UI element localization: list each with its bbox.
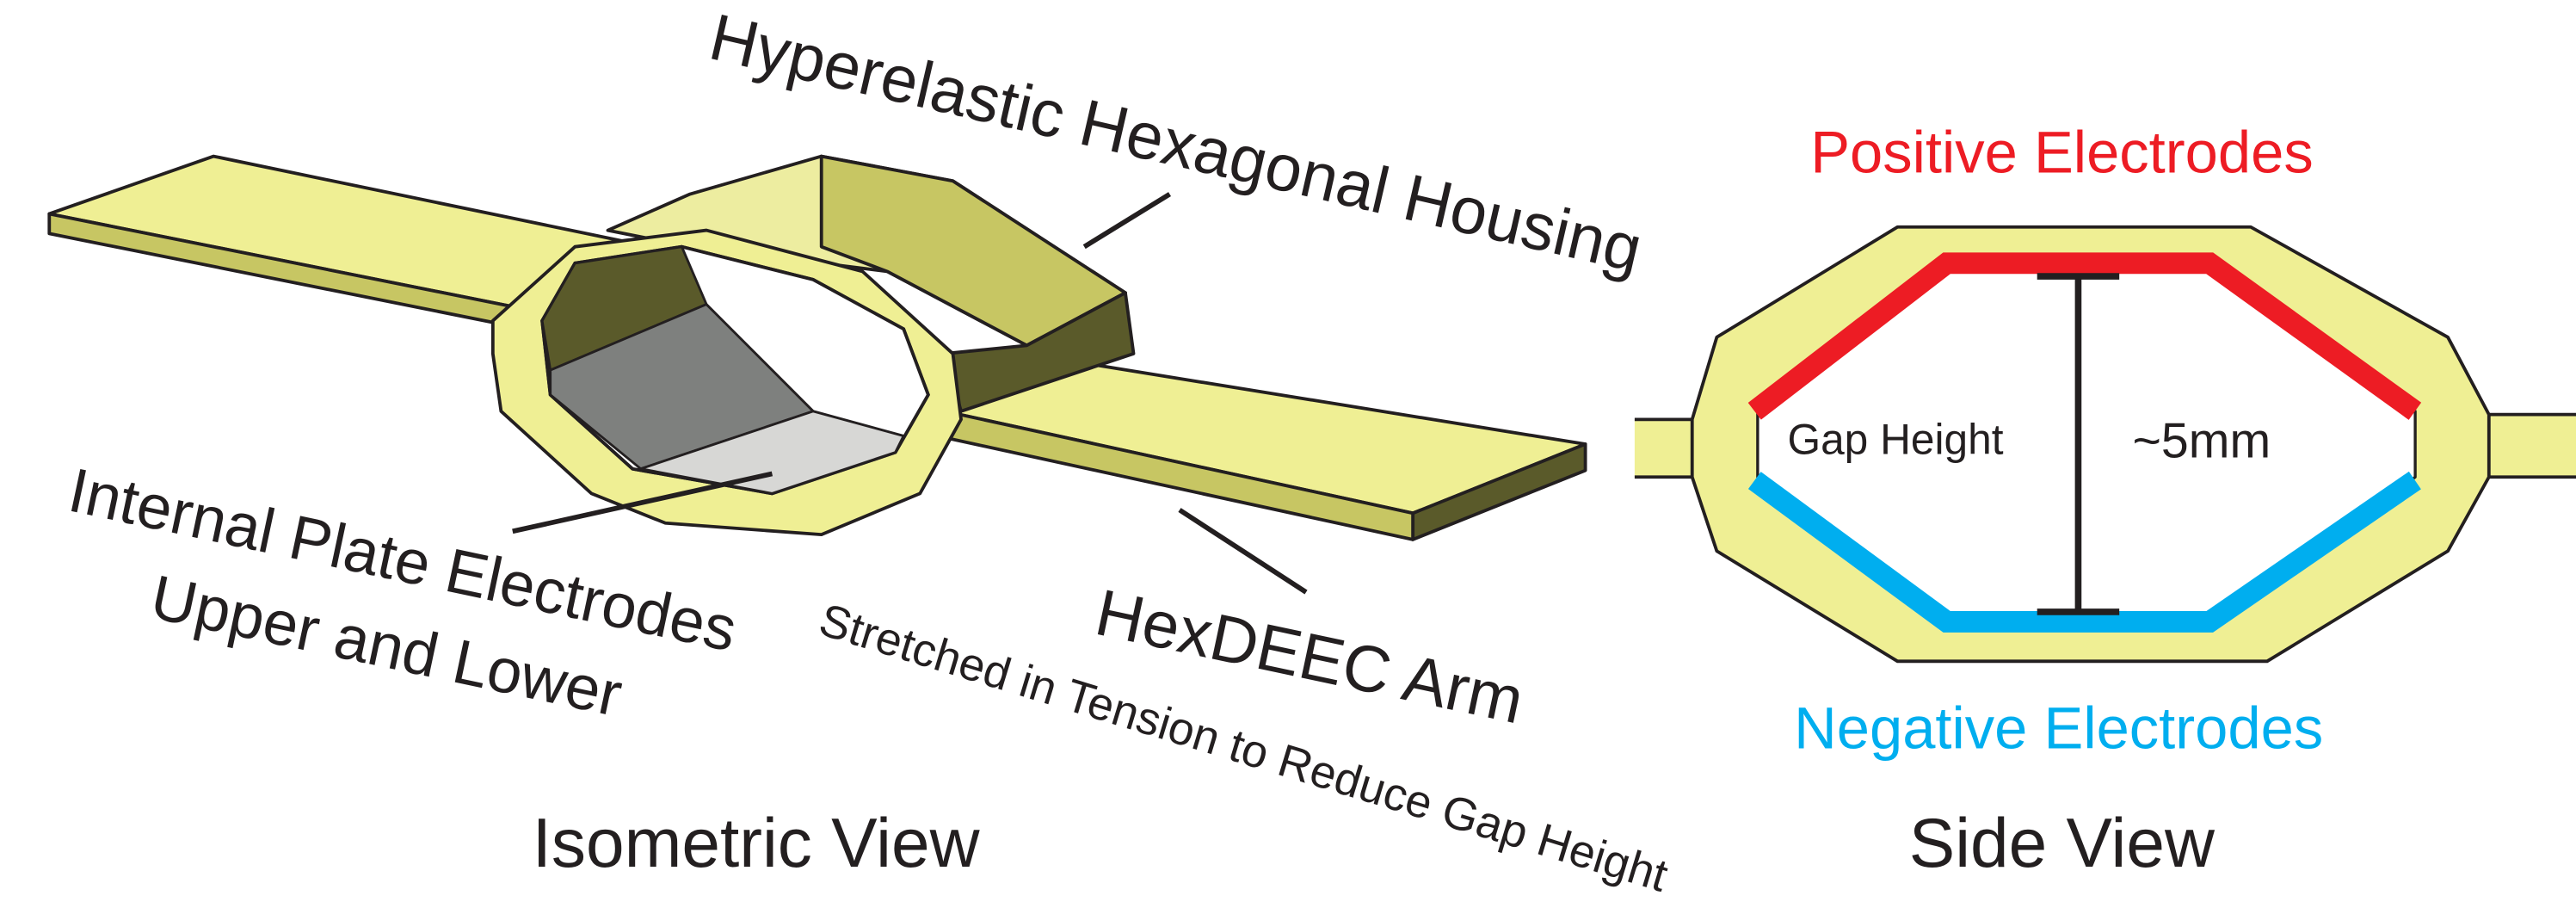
isometric-view: Hyperelastic Hexagonal Housing Internal … <box>47 1 1673 902</box>
label-negative-electrodes: Negative Electrodes <box>1794 695 2323 762</box>
side-arm-left <box>1634 419 1692 478</box>
negative-electrode <box>1747 471 2421 633</box>
internal-plate-electrode-lower <box>635 410 906 495</box>
label-positive-electrodes: Positive Electrodes <box>1810 120 2314 186</box>
inner-upper-wall <box>540 245 708 373</box>
right-arm <box>943 360 1587 541</box>
caption-side-view: Side View <box>1909 805 2215 882</box>
side-view: Gap Height ~5mm Positive Electrodes Nega… <box>1634 120 2576 882</box>
label-gap-height: Gap Height <box>1787 415 2003 463</box>
hexagonal-housing <box>490 154 1136 537</box>
side-arm-right <box>2488 414 2576 478</box>
label-gap-value: ~5mm <box>2132 413 2271 468</box>
caption-isometric-view: Isometric View <box>533 805 981 882</box>
leader-housing <box>1082 192 1172 250</box>
positive-electrode <box>1747 252 2422 420</box>
left-arm <box>47 154 692 334</box>
housing-right-side <box>943 291 1136 413</box>
leader-arm <box>1178 508 1308 595</box>
leader-electrodes <box>512 471 773 534</box>
